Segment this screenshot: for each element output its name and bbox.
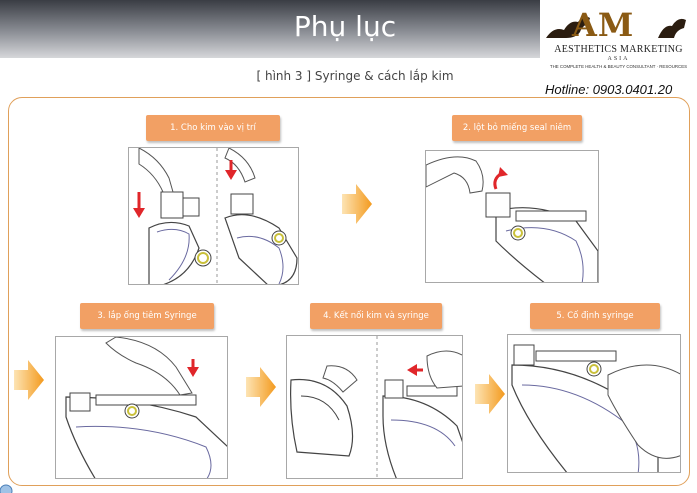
logo: AM AESTHETICS MARKETING ASIA THE COMPLET… (540, 0, 697, 80)
chevron-right-arrow-icon (246, 367, 276, 407)
step-4-illustration (286, 335, 463, 479)
hotline-text: Hotline: 0903.0401.20 (545, 82, 673, 97)
logo-name: AESTHETICS MARKETING (554, 44, 683, 55)
chevron-right-arrow-icon (342, 184, 372, 224)
logo-region: ASIA (607, 56, 630, 62)
logo-figure-icon (546, 16, 686, 38)
figure-caption: [ hình 3 ] Syringe & cách lắp kim (256, 69, 454, 83)
red-arrow-icon (187, 367, 199, 377)
step-1-illustration (128, 147, 299, 285)
needle-syringe-connect-drawing (290, 336, 462, 478)
needle-insertion-drawing (133, 148, 298, 284)
red-arrow-icon (407, 364, 417, 376)
logo-tagline: THE COMPLETE HEALTH & BEAUTY CONSULTANT … (549, 64, 688, 69)
logo-monogram: AM (572, 6, 635, 44)
page-title: Phụ lục (293, 10, 397, 43)
red-arrow-icon (133, 208, 145, 218)
step-3-illustration (55, 336, 228, 479)
step-2-illustration (425, 150, 599, 283)
content-frame (8, 97, 690, 486)
step-5-illustration (507, 334, 681, 473)
step-2-label: 2. lột bỏ miếng seal niêm (452, 115, 582, 141)
step-4-label: 4. Kết nối kim và syringe (310, 303, 442, 329)
syringe-secure-drawing (511, 344, 680, 472)
seal-removal-drawing (426, 156, 598, 282)
red-arrow-icon (225, 170, 237, 180)
chevron-right-arrow-icon (14, 360, 44, 400)
chevron-right-arrow-icon (475, 374, 505, 414)
step-1-label: 1. Cho kim vào vị trí (146, 115, 280, 141)
step-5-label: 5. Cố định syringe (530, 303, 660, 329)
globe-icon (0, 484, 13, 493)
red-arrow-icon (498, 167, 508, 177)
syringe-mount-drawing (65, 337, 227, 478)
step-3-label: 3. lắp ống tiêm Syringe (80, 303, 214, 329)
